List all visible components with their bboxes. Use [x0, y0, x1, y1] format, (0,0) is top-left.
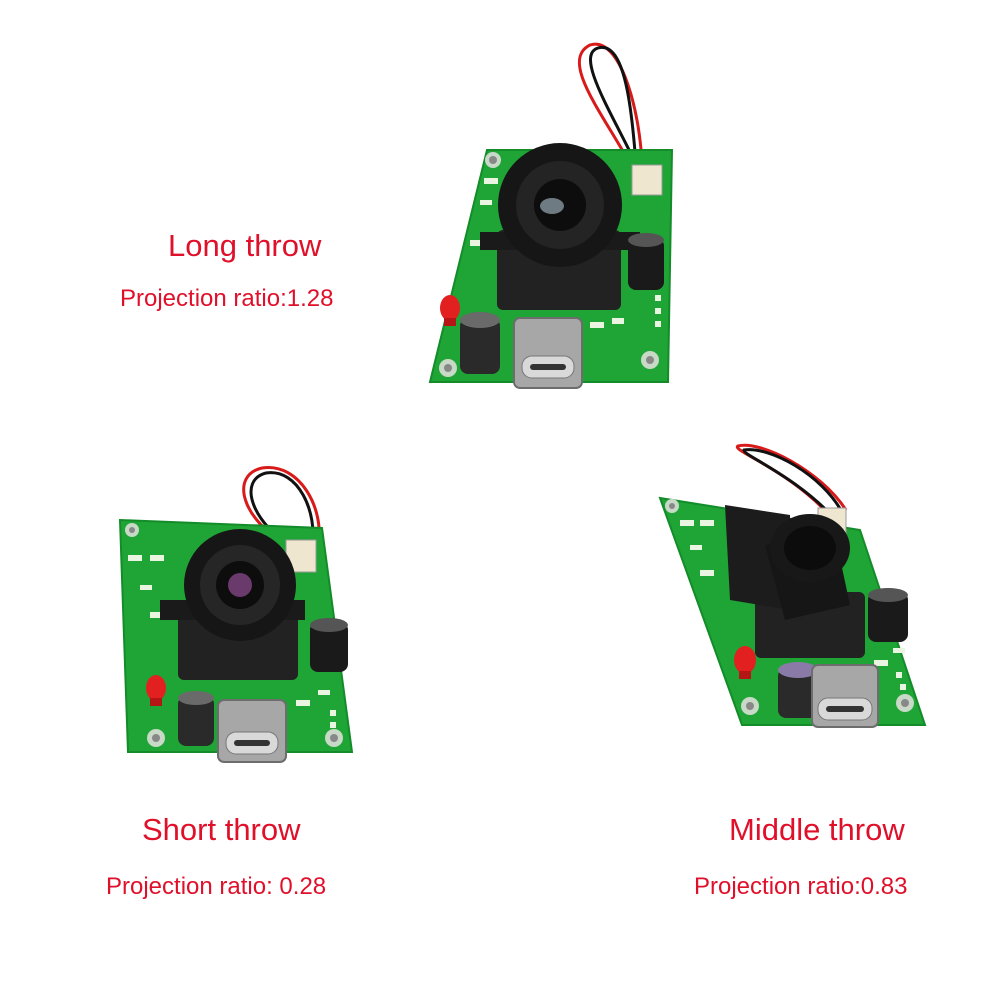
red-led [146, 675, 166, 706]
silkscreen-marks [128, 555, 336, 728]
ratio-value: 1.28 [286, 285, 334, 312]
short-throw-title: Short throw [142, 812, 301, 847]
capacitor [460, 312, 500, 374]
long-throw-ratio: Projection ratio:1.28 [120, 285, 333, 313]
ratio-label: Projection ratio: [106, 873, 273, 900]
usb-c-port [513, 317, 583, 389]
mount-holes [439, 152, 659, 377]
capacitor [778, 662, 818, 718]
short-throw-ratio: Projection ratio: 0.28 [106, 873, 326, 901]
capacitor [178, 691, 214, 746]
long-throw-title: Long throw [168, 228, 322, 263]
silkscreen-marks [470, 178, 661, 328]
capacitor [868, 588, 908, 642]
capacitor [628, 233, 664, 290]
middle-throw-ratio: Projection ratio:0.83 [694, 873, 907, 901]
wire-connector [631, 164, 663, 196]
ratio-label: Projection ratio: [694, 873, 861, 900]
usb-c-port [811, 664, 879, 728]
middle-throw-title: Middle throw [729, 812, 905, 847]
ratio-value: 0.83 [860, 873, 908, 900]
wire-pair [735, 443, 848, 522]
ratio-label: Projection ratio: [120, 285, 287, 312]
ratio-value: 0.28 [279, 873, 327, 900]
wire-pair [577, 42, 644, 166]
capacitor [310, 618, 348, 672]
usb-c-port [217, 699, 287, 763]
wire-pair [242, 466, 321, 552]
red-led [734, 646, 756, 679]
mount-holes [125, 523, 343, 747]
silkscreen-marks [680, 520, 906, 690]
mount-holes [665, 499, 914, 715]
red-led [440, 295, 460, 326]
